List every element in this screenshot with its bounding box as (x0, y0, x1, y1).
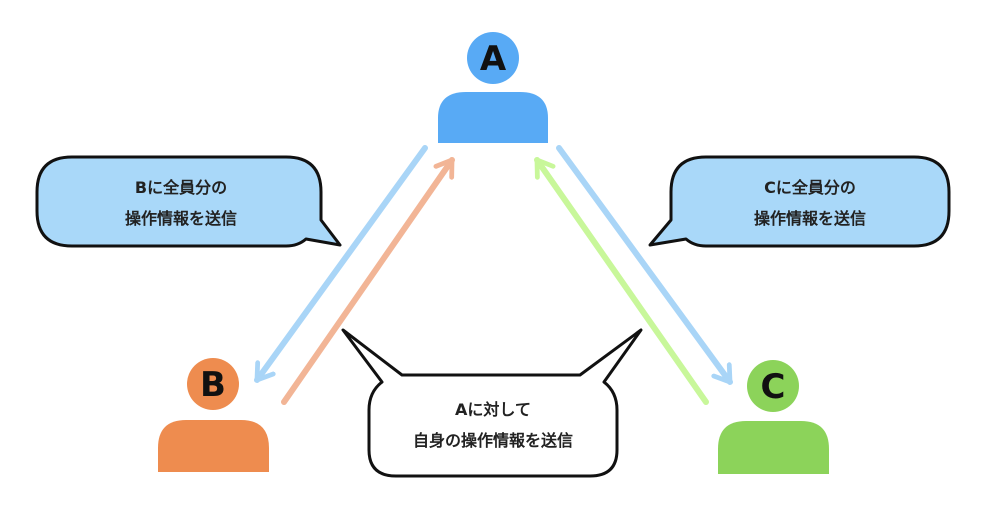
bubble-send-to-b-shape (35, 155, 342, 248)
bubble-send-to-b-line1: Bに全員分の (135, 178, 227, 197)
user-c-body-icon (718, 421, 829, 474)
bubble-send-to-c-line1: Cに全員分の (764, 178, 856, 197)
arrow-a-to-c (556, 145, 733, 385)
user-b-head (187, 358, 239, 410)
bubble-send-to-a-shape (341, 328, 643, 478)
user-a-body-icon (438, 92, 548, 143)
bubble-send-to-c-shape (648, 155, 951, 248)
user-b-label: B (200, 365, 226, 405)
user-c-label: C (761, 367, 786, 407)
bubble-send-to-a-line1: Aに対して (455, 400, 531, 419)
user-c: C (718, 360, 829, 474)
bubble-send-to-c-line2: 操作情報を送信 (754, 209, 866, 228)
bubble-send-to-b-line2: 操作情報を送信 (125, 209, 237, 228)
user-b: B (158, 358, 269, 472)
user-c-head (747, 360, 799, 412)
bubble-send-to-c: Cに全員分の 操作情報を送信 (648, 155, 951, 248)
bubble-send-to-a: Aに対して 自身の操作情報を送信 (341, 328, 643, 478)
user-a-head (467, 32, 519, 84)
user-b-body-icon (158, 420, 269, 472)
arrow-b-to-a (281, 157, 455, 405)
arrow-a-to-b (254, 145, 428, 383)
arrow-c-to-a (534, 157, 709, 405)
bubble-send-to-a-line2: 自身の操作情報を送信 (413, 431, 573, 450)
user-a-label: A (480, 39, 507, 79)
user-a: A (438, 32, 548, 143)
bubble-send-to-b: Bに全員分の 操作情報を送信 (35, 155, 342, 248)
